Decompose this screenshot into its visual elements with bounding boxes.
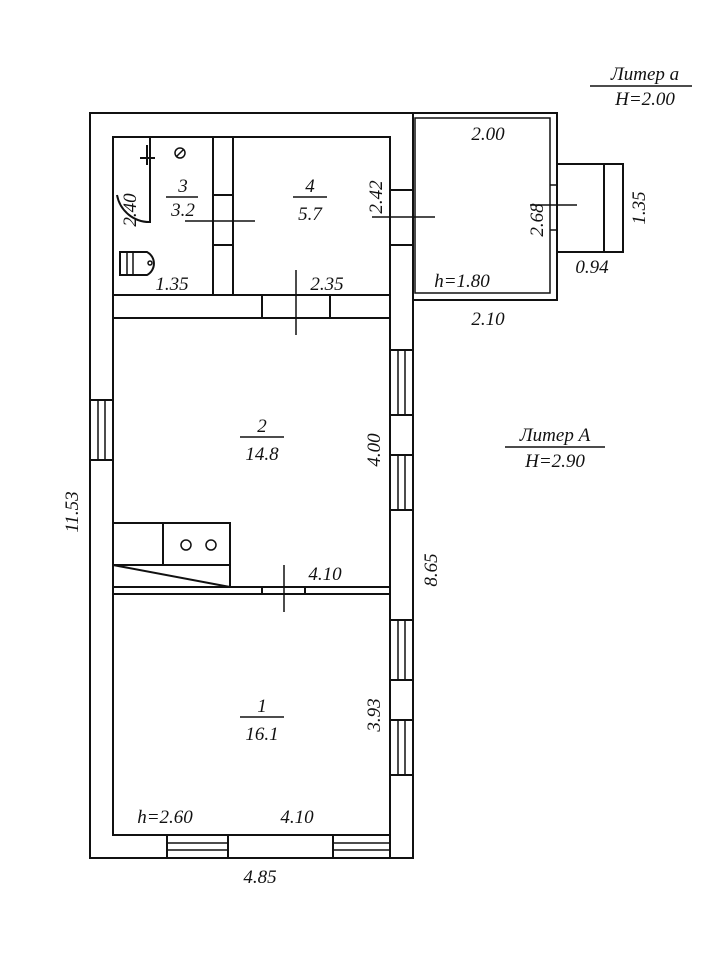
room-1-label: 1 16.1 — [240, 696, 284, 745]
svg-text:2: 2 — [257, 416, 267, 437]
svg-text:5.7: 5.7 — [298, 204, 323, 225]
svg-text:4.00: 4.00 — [364, 433, 385, 467]
stove-burner-icon — [205, 539, 217, 551]
kitchen-counter — [112, 522, 231, 566]
windows — [89, 349, 414, 859]
svg-text:Литер А: Литер А — [519, 425, 591, 446]
svg-text:3.93: 3.93 — [364, 698, 385, 732]
stove-burner-icon — [180, 539, 192, 551]
svg-text:3.2: 3.2 — [170, 200, 195, 221]
svg-text:2.42: 2.42 — [366, 180, 387, 214]
svg-text:1: 1 — [257, 696, 267, 717]
svg-text:1.35: 1.35 — [155, 274, 188, 295]
svg-text:H=2.90: H=2.90 — [524, 451, 585, 472]
liter-small-label: Литер а H=2.00 — [590, 64, 692, 110]
svg-text:H=2.00: H=2.00 — [614, 89, 675, 110]
svg-text:h=1.80: h=1.80 — [434, 271, 490, 292]
svg-text:3: 3 — [177, 176, 188, 197]
svg-text:0.94: 0.94 — [575, 257, 609, 278]
svg-text:4.10: 4.10 — [280, 807, 314, 828]
porch — [556, 163, 624, 253]
svg-text:2.40: 2.40 — [120, 193, 141, 227]
svg-text:1.35: 1.35 — [629, 191, 650, 224]
partition-wall — [212, 136, 234, 296]
sink-icon — [174, 147, 186, 159]
svg-text:2.00: 2.00 — [471, 124, 505, 145]
svg-text:14.8: 14.8 — [245, 444, 279, 465]
svg-text:Литер а: Литер а — [610, 64, 679, 85]
svg-text:2.35: 2.35 — [310, 274, 343, 295]
partition-wall — [112, 294, 391, 319]
bathtub-icon — [116, 137, 151, 224]
svg-text:4: 4 — [305, 176, 315, 197]
room-2-label: 2 14.8 — [240, 416, 284, 465]
svg-text:2.68: 2.68 — [527, 203, 548, 237]
svg-text:2.10: 2.10 — [471, 309, 505, 330]
svg-text:11.53: 11.53 — [62, 491, 83, 532]
svg-text:8.65: 8.65 — [421, 553, 442, 586]
svg-text:4.10: 4.10 — [308, 564, 342, 585]
toilet-icon — [119, 251, 155, 276]
svg-text:4.85: 4.85 — [243, 867, 276, 888]
partition-wall — [112, 586, 391, 595]
svg-text:h=2.60: h=2.60 — [137, 807, 193, 828]
svg-text:16.1: 16.1 — [245, 724, 278, 745]
room-4-label: 4 5.7 — [293, 176, 327, 225]
room-3-label: 3 3.2 — [166, 176, 198, 221]
liter-main-label: Литер А H=2.90 — [505, 425, 605, 472]
dimension-labels: 11.53 4.85 8.65 4.10 3.93 h=2.60 4.10 4.… — [62, 124, 650, 888]
